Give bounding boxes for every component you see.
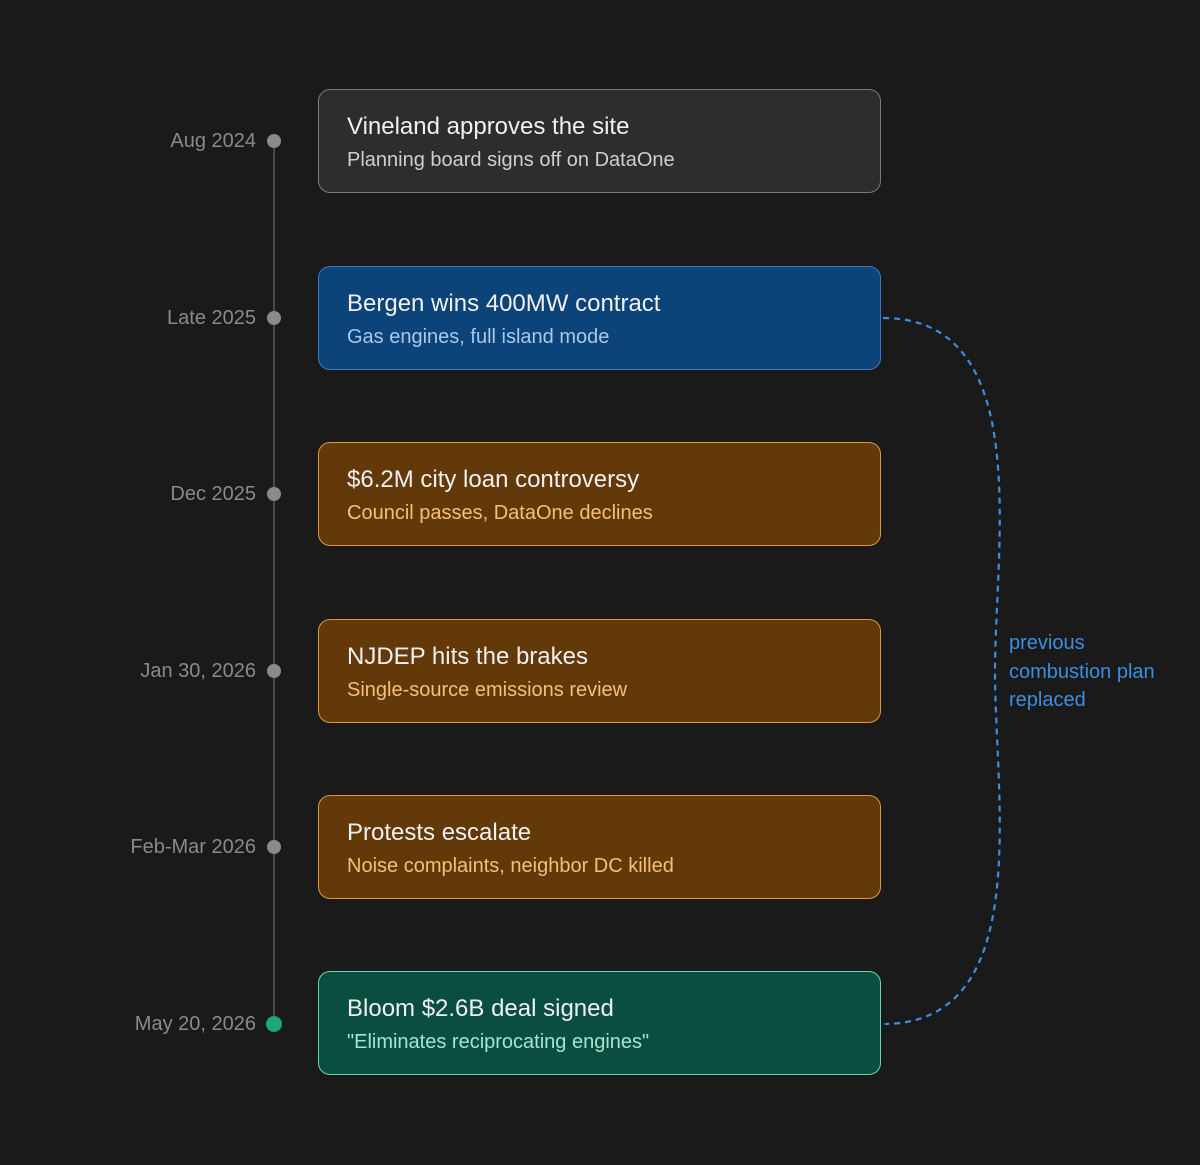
event-dot bbox=[267, 664, 281, 678]
event-card-site-approval: Vineland approves the site Planning boar… bbox=[318, 89, 881, 193]
connector-dashed-arc bbox=[883, 316, 1001, 1024]
event-dot bbox=[267, 134, 281, 148]
event-title: Bergen wins 400MW contract bbox=[347, 290, 661, 317]
event-dot bbox=[267, 487, 281, 501]
event-dot bbox=[267, 840, 281, 854]
annotation-line: replaced bbox=[1009, 689, 1086, 711]
event-date-label: Feb-Mar 2026 bbox=[130, 836, 256, 858]
event-dot bbox=[267, 311, 281, 325]
event-card-protests: Protests escalate Noise complaints, neig… bbox=[318, 795, 881, 899]
event-date-label: Late 2025 bbox=[167, 307, 256, 329]
event-card-njdep-review: NJDEP hits the brakes Single-source emis… bbox=[318, 619, 881, 723]
event-subtitle: Council passes, DataOne declines bbox=[347, 502, 653, 524]
event-title: Bloom $2.6B deal signed bbox=[347, 995, 614, 1022]
event-title: Vineland approves the site bbox=[347, 113, 630, 140]
event-title: $6.2M city loan controversy bbox=[347, 466, 640, 493]
event-subtitle: Noise complaints, neighbor DC killed bbox=[347, 855, 674, 877]
event-card-city-loan: $6.2M city loan controversy Council pass… bbox=[318, 442, 881, 546]
event-subtitle: Gas engines, full island mode bbox=[347, 326, 610, 348]
annotation-line: combustion plan bbox=[1009, 660, 1155, 683]
event-title: Protests escalate bbox=[347, 819, 532, 846]
event-subtitle: Planning board signs off on DataOne bbox=[347, 149, 675, 171]
event-subtitle: "Eliminates reciprocating engines" bbox=[347, 1031, 650, 1053]
event-date-label: Aug 2024 bbox=[170, 130, 256, 152]
event-dot-final bbox=[266, 1016, 282, 1032]
event-date-label: Dec 2025 bbox=[170, 483, 256, 505]
event-card-bloom-deal: Bloom $2.6B deal signed "Eliminates reci… bbox=[318, 971, 881, 1075]
timeline-axis-line bbox=[273, 141, 275, 1024]
event-subtitle: Single-source emissions review bbox=[347, 679, 628, 701]
event-date-label: May 20, 2026 bbox=[134, 1013, 256, 1035]
annotation-line: previous bbox=[1009, 632, 1085, 654]
connector-annotation: previous combustion plan replaced bbox=[1009, 629, 1155, 715]
event-card-bergen-contract: Bergen wins 400MW contract Gas engines, … bbox=[318, 266, 881, 370]
event-date-label: Jan 30, 2026 bbox=[140, 660, 256, 682]
event-title: NJDEP hits the brakes bbox=[347, 643, 588, 670]
